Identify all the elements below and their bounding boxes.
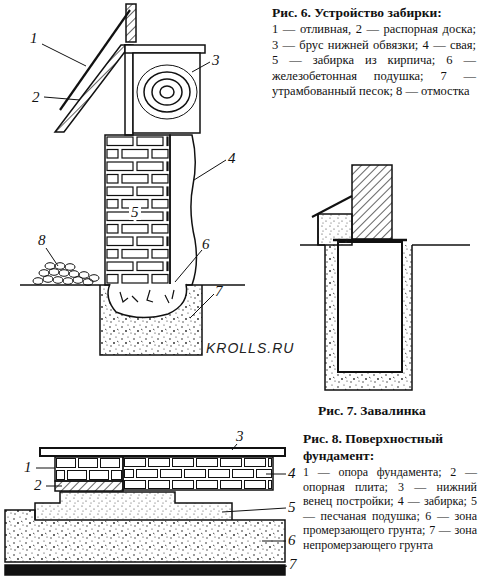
brick [107, 187, 133, 196]
brick [149, 459, 170, 467]
brick [167, 262, 168, 271]
callout-number: 6 [288, 532, 296, 548]
brick [107, 250, 118, 259]
brick [197, 481, 218, 489]
brick [137, 237, 163, 246]
brick [137, 137, 163, 146]
brick [122, 250, 148, 259]
brick [152, 225, 168, 234]
callout-number: 8 [38, 232, 46, 248]
brick [152, 250, 168, 259]
callout-number: 2 [32, 89, 40, 105]
figure-caption: Рис. 6. Устройство забирки: [272, 4, 476, 21]
brick [122, 150, 148, 159]
callout-number: 6 [202, 236, 210, 252]
brick [137, 187, 163, 196]
brick [122, 175, 148, 184]
brick [167, 187, 168, 196]
fig7-drawing [300, 165, 470, 390]
brick [245, 459, 266, 467]
callout-number: 1 [30, 30, 38, 46]
pebble [63, 278, 73, 285]
brick [233, 470, 254, 478]
brick [167, 237, 168, 246]
brick [152, 175, 168, 184]
pebble [39, 270, 49, 277]
callout-number: 2 [34, 477, 42, 493]
pebble [65, 264, 75, 271]
callout-number: 7 [215, 283, 223, 299]
pebble [79, 272, 89, 279]
brick [112, 471, 122, 480]
brick [107, 150, 118, 159]
brick [137, 470, 158, 478]
brick [107, 175, 118, 184]
figure-caption: Рис. 8. Поверхностный фундамент: [303, 430, 477, 464]
brick [125, 470, 134, 478]
pebble [53, 277, 63, 284]
brick [107, 200, 118, 209]
brick [269, 459, 272, 467]
callout-number: 7 [289, 556, 297, 572]
brick [122, 225, 148, 234]
brick [137, 262, 163, 271]
brick [107, 237, 133, 246]
pebble [69, 271, 79, 278]
brick [107, 137, 133, 146]
callout-number: 5 [288, 499, 296, 515]
brick [197, 459, 218, 467]
brick [149, 481, 170, 489]
brick [107, 225, 118, 234]
pebble [33, 278, 43, 285]
pebble [89, 275, 99, 282]
brick [57, 471, 65, 480]
brick [137, 212, 163, 221]
brick [185, 470, 206, 478]
brick [209, 470, 230, 478]
brick [152, 275, 168, 284]
callout-number: 4 [288, 465, 296, 481]
brick [173, 459, 194, 467]
pebble [83, 279, 93, 286]
brick [125, 481, 146, 489]
brick [221, 459, 242, 467]
pebble [45, 263, 55, 270]
callout-number: 3 [236, 428, 244, 444]
brick [137, 162, 163, 171]
brick [161, 470, 182, 478]
callout-number: 1 [24, 459, 32, 475]
brick [221, 481, 242, 489]
brick [167, 162, 168, 171]
brick [269, 481, 272, 489]
brick [79, 459, 98, 468]
brick [68, 471, 87, 480]
brick [125, 459, 146, 467]
brick [107, 162, 133, 171]
watermark: KROLLS.RU [206, 340, 294, 356]
figure-caption: Рис. 7. Завалинка [318, 402, 478, 419]
brick [167, 212, 168, 221]
brick [173, 481, 194, 489]
brick [107, 262, 133, 271]
brick [101, 459, 120, 468]
pebble [59, 270, 69, 277]
fig8-drawing [5, 444, 287, 575]
brick [90, 471, 109, 480]
figure-legend: 1 — отливная, 2 — распорная доска; 3 — б… [272, 22, 476, 100]
brick [107, 275, 118, 284]
callout-number: 4 [228, 150, 236, 166]
brick [167, 137, 168, 146]
brick [245, 481, 266, 489]
brick [122, 275, 148, 284]
figure-legend: 1 — опора фундамента; 2 — опорная плита;… [303, 465, 477, 553]
callout-number: 3 [212, 52, 220, 68]
fig6-drawing [20, 4, 245, 355]
brick [57, 459, 76, 468]
brick [152, 150, 168, 159]
brick [152, 200, 168, 209]
callout-number: 5 [129, 204, 141, 220]
